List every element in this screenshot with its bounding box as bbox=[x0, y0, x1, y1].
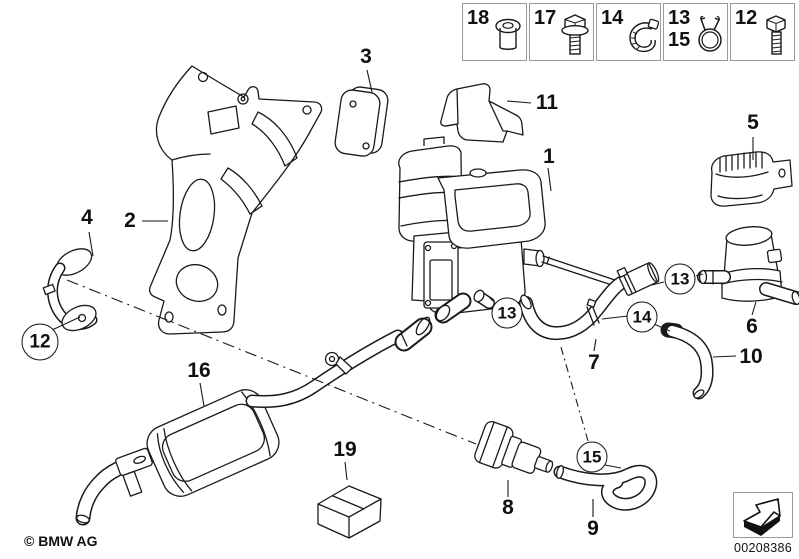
legend-item-18[interactable]: 18 bbox=[462, 3, 527, 61]
legend-item-14[interactable]: 14 bbox=[596, 3, 661, 61]
callout-2[interactable]: 2 bbox=[124, 209, 136, 232]
callout-9[interactable]: 9 bbox=[587, 517, 599, 540]
direction-arrow-box bbox=[733, 492, 793, 538]
document-number: 00208386 bbox=[733, 541, 792, 555]
callout-circled-13a[interactable]: 13 bbox=[491, 297, 523, 329]
callout-6[interactable]: 6 bbox=[746, 315, 758, 338]
callout-3[interactable]: 3 bbox=[360, 45, 372, 68]
copyright-text: © BMW AG bbox=[24, 533, 98, 549]
part-vent-hose bbox=[660, 322, 714, 400]
legend-item-13-15[interactable]: 13 15 bbox=[663, 3, 728, 61]
part-bracket bbox=[148, 65, 323, 335]
fastener-legend: 18 17 14 bbox=[462, 3, 795, 61]
part-silencer bbox=[75, 316, 433, 526]
hex-bolt-icon bbox=[766, 15, 786, 55]
part-kit-box bbox=[317, 485, 382, 539]
legend-number: 13 bbox=[668, 7, 691, 29]
part-clamp-strap bbox=[42, 248, 98, 332]
part-fuel-filter bbox=[474, 421, 554, 474]
callout-circled-14[interactable]: 14 bbox=[626, 301, 658, 333]
callout-4[interactable]: 4 bbox=[81, 206, 93, 229]
callout-11[interactable]: 11 bbox=[535, 91, 559, 114]
part-water-pump bbox=[697, 226, 799, 305]
legend-item-17[interactable]: 17 bbox=[529, 3, 594, 61]
leader-lines bbox=[51, 69, 757, 517]
part-plate bbox=[334, 86, 389, 157]
direction-arrow-icon bbox=[743, 498, 781, 536]
spring-clamp-icon bbox=[698, 16, 722, 52]
part-holder bbox=[710, 151, 793, 207]
callout-8[interactable]: 8 bbox=[502, 496, 514, 519]
callout-16[interactable]: 16 bbox=[187, 359, 211, 382]
legend-number: 12 bbox=[735, 7, 758, 29]
callout-10[interactable]: 10 bbox=[739, 345, 763, 368]
callout-circled-13b[interactable]: 13 bbox=[664, 263, 696, 295]
legend-number-secondary: 15 bbox=[668, 29, 691, 51]
legend-number: 18 bbox=[467, 7, 490, 29]
callout-1[interactable]: 1 bbox=[543, 145, 555, 168]
part-cover bbox=[440, 83, 524, 143]
part-coolant-hose bbox=[519, 262, 660, 341]
flange-bolt-icon bbox=[561, 14, 589, 55]
rivet-nut-icon bbox=[495, 18, 521, 50]
legend-item-12[interactable]: 12 bbox=[730, 3, 795, 61]
part-fuel-hose bbox=[553, 464, 658, 511]
legend-number: 14 bbox=[601, 7, 624, 29]
callout-circled-15[interactable]: 15 bbox=[576, 441, 608, 473]
callout-19[interactable]: 19 bbox=[333, 438, 357, 461]
callout-5[interactable]: 5 bbox=[747, 111, 759, 134]
legend-number: 17 bbox=[534, 7, 557, 29]
hose-clamp-icon bbox=[629, 18, 659, 53]
callout-7[interactable]: 7 bbox=[588, 351, 600, 374]
part-heater-unit bbox=[398, 136, 625, 324]
callout-circled-12[interactable]: 12 bbox=[21, 323, 59, 361]
